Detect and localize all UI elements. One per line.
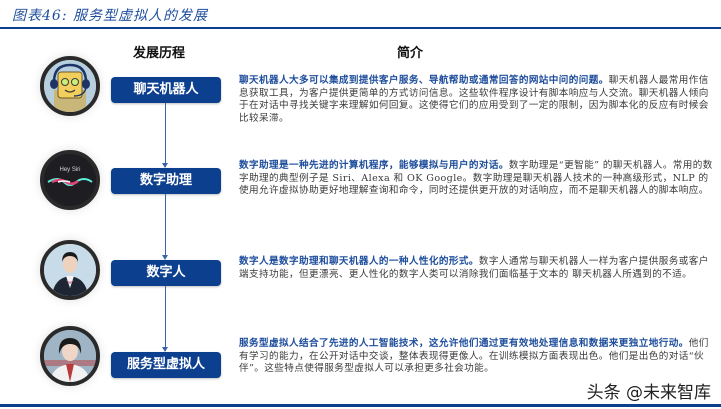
description-body: 他们有学习的能力，在公开对话中交谈，整体表现得更像人。在训练模拟方面表现出色。他… [239,338,709,375]
arrow-down-icon [162,255,168,260]
stage-description-digital-human: 数字人是数字助理和聊天机器人的一种人性化的形式。数字人通常与聊天机器人一样为客户… [239,256,715,281]
stage-description-digital-assistant: 数字助理是一种先进的计算机程序，能够模拟与用户的对话。数字助理是“更智能” 的聊… [239,160,715,198]
bottom-divider [0,404,721,407]
stage-digital-human: 数字人 [111,260,221,286]
description-body: 数字助理是“更智能” 的聊天机器人。常用的数字助理的典型例子是 Siri、Ale… [239,160,713,197]
connector-line [165,103,166,165]
robot-headset-icon [40,56,100,116]
digital-human-portrait-icon [40,240,100,300]
stage-description-chatbot: 聊天机器人大多可以集成到提供客户服务、导航帮助或通常回答的网站中问的问题。聊天机… [239,75,715,125]
description-body: 聊天机器人最常用作信息获取工具，为客户提供更简单的方式访问信息。这些软件程序设计… [239,75,709,124]
service-virtual-human-portrait-icon [40,326,100,386]
svg-text:Hey Siri: Hey Siri [59,167,80,173]
connector-line [165,286,166,349]
description-lead: 数字人是数字助理和聊天机器人的一种人性化的形式。 [239,256,479,267]
description-lead: 数字助理是一种先进的计算机程序，能够模拟与用户的对话。 [239,160,509,171]
siri-waveform-icon: Hey Siri [40,150,100,210]
stage-service-virtual-human: 服务型虚拟人 [111,352,221,378]
description-lead: 聊天机器人大多可以集成到提供客户服务、导航帮助或通常回答的网站中问的问题。 [239,75,609,86]
stage-digital-assistant: 数字助理 [111,168,221,194]
stage-description-service-virtual-human: 服务型虚拟人结合了先进的人工智能技术，这允许他们通过更有效地处理信息和数据来更独… [239,338,715,376]
arrow-down-icon [162,347,168,352]
watermark: 头条 @未来智库 [586,383,711,403]
history-column-heading: 发展历程 [133,46,186,61]
connector-line [165,194,166,257]
intro-column-heading: 简介 [397,46,424,61]
figure-title: 图表46: 服务型虚拟人的发展 [12,8,208,24]
arrow-down-icon [162,163,168,168]
description-lead: 服务型虚拟人结合了先进的人工智能技术，这允许他们通过更有效地处理信息和数据来更独… [239,338,689,349]
stage-chatbot: 聊天机器人 [111,77,221,103]
title-divider [0,27,721,29]
description-body: 数字人通常与聊天机器人一样为客户提供服务或客户端支持功能，但更漂亮、更人性化的数… [239,256,709,280]
